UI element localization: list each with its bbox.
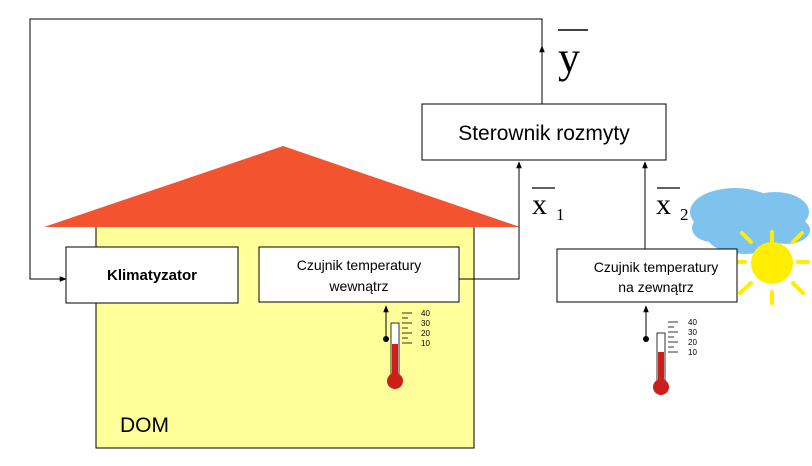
sensor-inside-box [258,246,460,303]
ac-box [65,246,239,304]
sensor-outside-line1: Czujnik temperatury [594,259,719,275]
controller-box [421,103,667,161]
thermo-out-tick-10: 10 [688,348,697,357]
input2-subscript: 2 [680,205,689,224]
thermometer-inside-icon: 40 30 20 10 [383,305,430,389]
thermometer-outside-icon: 40 30 20 10 [643,305,697,395]
input1-label: x [532,188,547,221]
house-roof [44,146,520,227]
thermo-in-tick-20: 20 [421,329,430,338]
thermo-out-tick-40: 40 [688,318,697,327]
thermo-out-tick-30: 30 [688,328,697,337]
thermo-in-tick-10: 10 [421,339,430,348]
house-label: DOM [120,414,169,437]
sensor-outside-line2: na zewnątrz [618,279,693,295]
sensor-outside-box [556,248,738,303]
input2-label: x [656,188,671,221]
sensor-inside-line1: Czujnik temperatury [297,257,422,273]
sensor-inside-line2: wewnątrz [328,278,388,294]
cloud-icon [690,188,810,254]
controller-label: Sterownik rozmyty [458,122,630,145]
thermo-out-tick-20: 20 [688,338,697,347]
thermo-in-tick-40: 40 [421,309,430,318]
input1-subscript: 1 [556,205,565,224]
thermo-in-tick-30: 30 [421,319,430,328]
ac-label: Klimatyzator [107,267,197,284]
output-label: y [558,33,580,82]
input1-line [459,161,522,280]
